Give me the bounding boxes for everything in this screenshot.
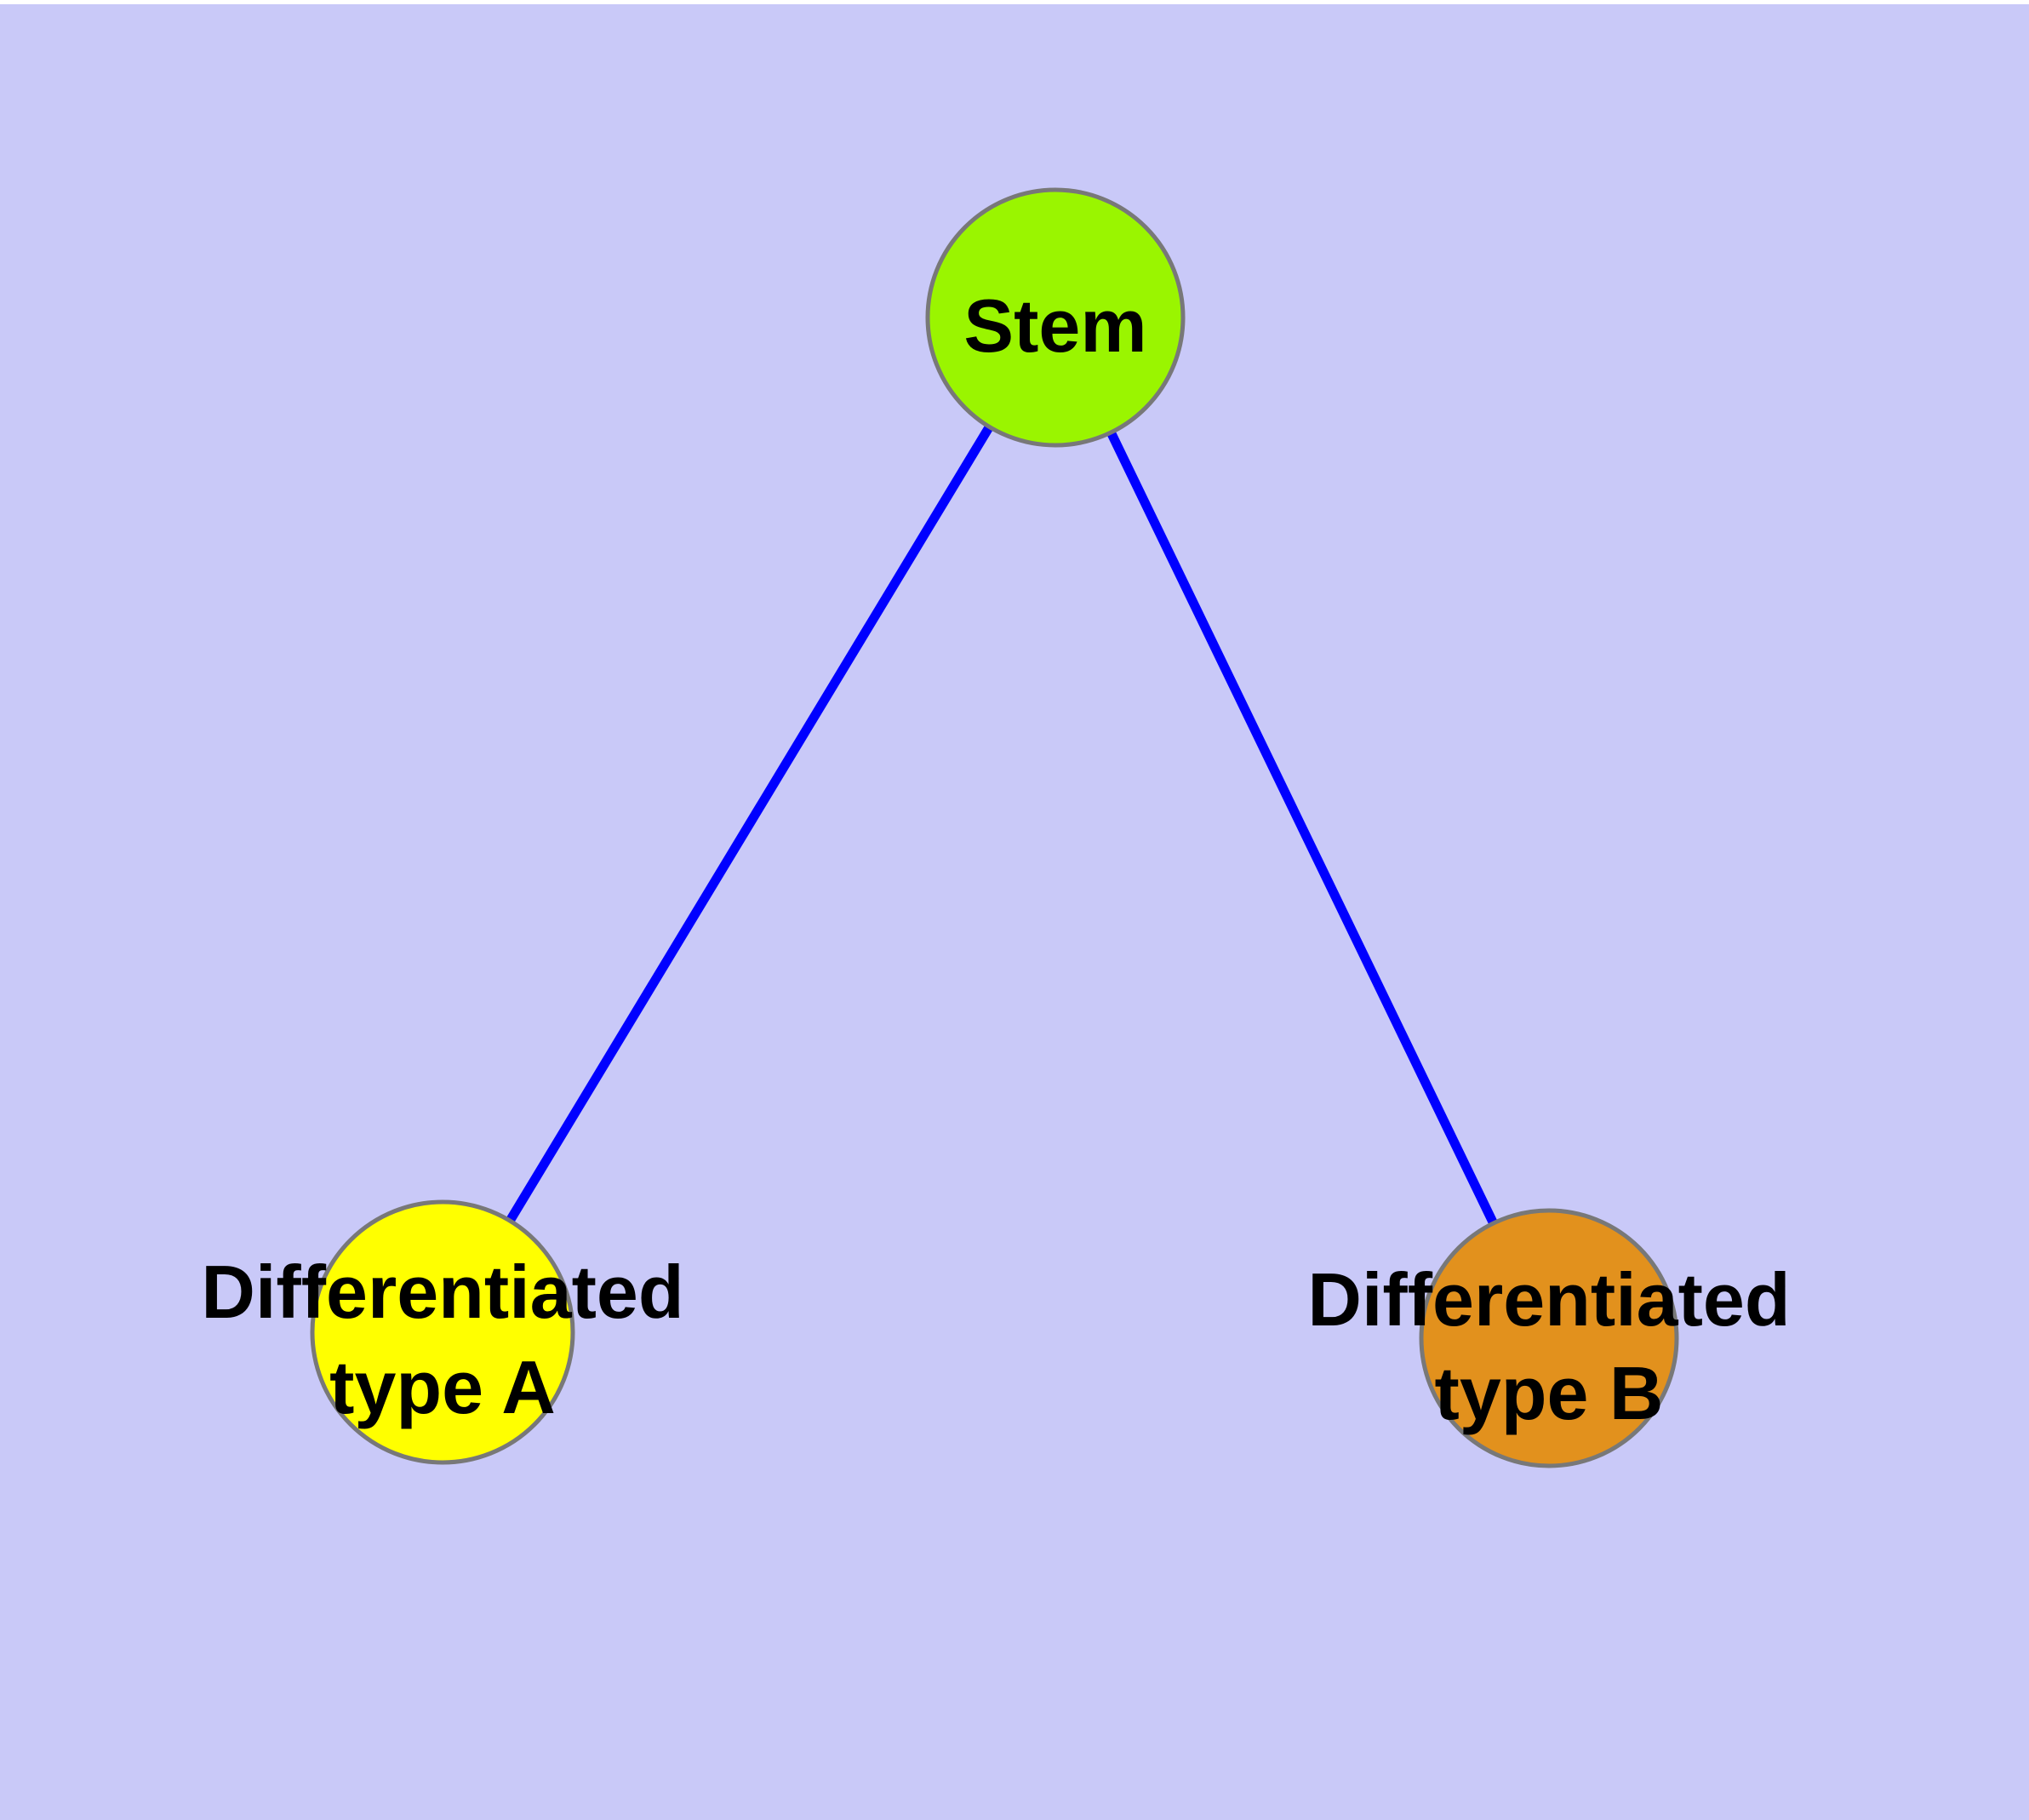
node-type-b-label-line2: type B <box>1435 1351 1664 1435</box>
node-type-a-circle <box>310 1199 575 1465</box>
node-stem-label: Stem <box>963 283 1146 368</box>
edge-stem-to-type-a <box>438 315 1060 1335</box>
edge-stem-to-type-b <box>1051 315 1553 1341</box>
node-type-a-label-line2: type A <box>329 1345 556 1429</box>
node-type-b-label-line1: Differentiated <box>1307 1257 1790 1342</box>
top-border-strip <box>0 0 2029 4</box>
node-type-a-label-line1: Differentiated <box>201 1250 683 1334</box>
node-stem-circle <box>925 187 1186 448</box>
node-type-b-circle <box>1419 1208 1679 1468</box>
